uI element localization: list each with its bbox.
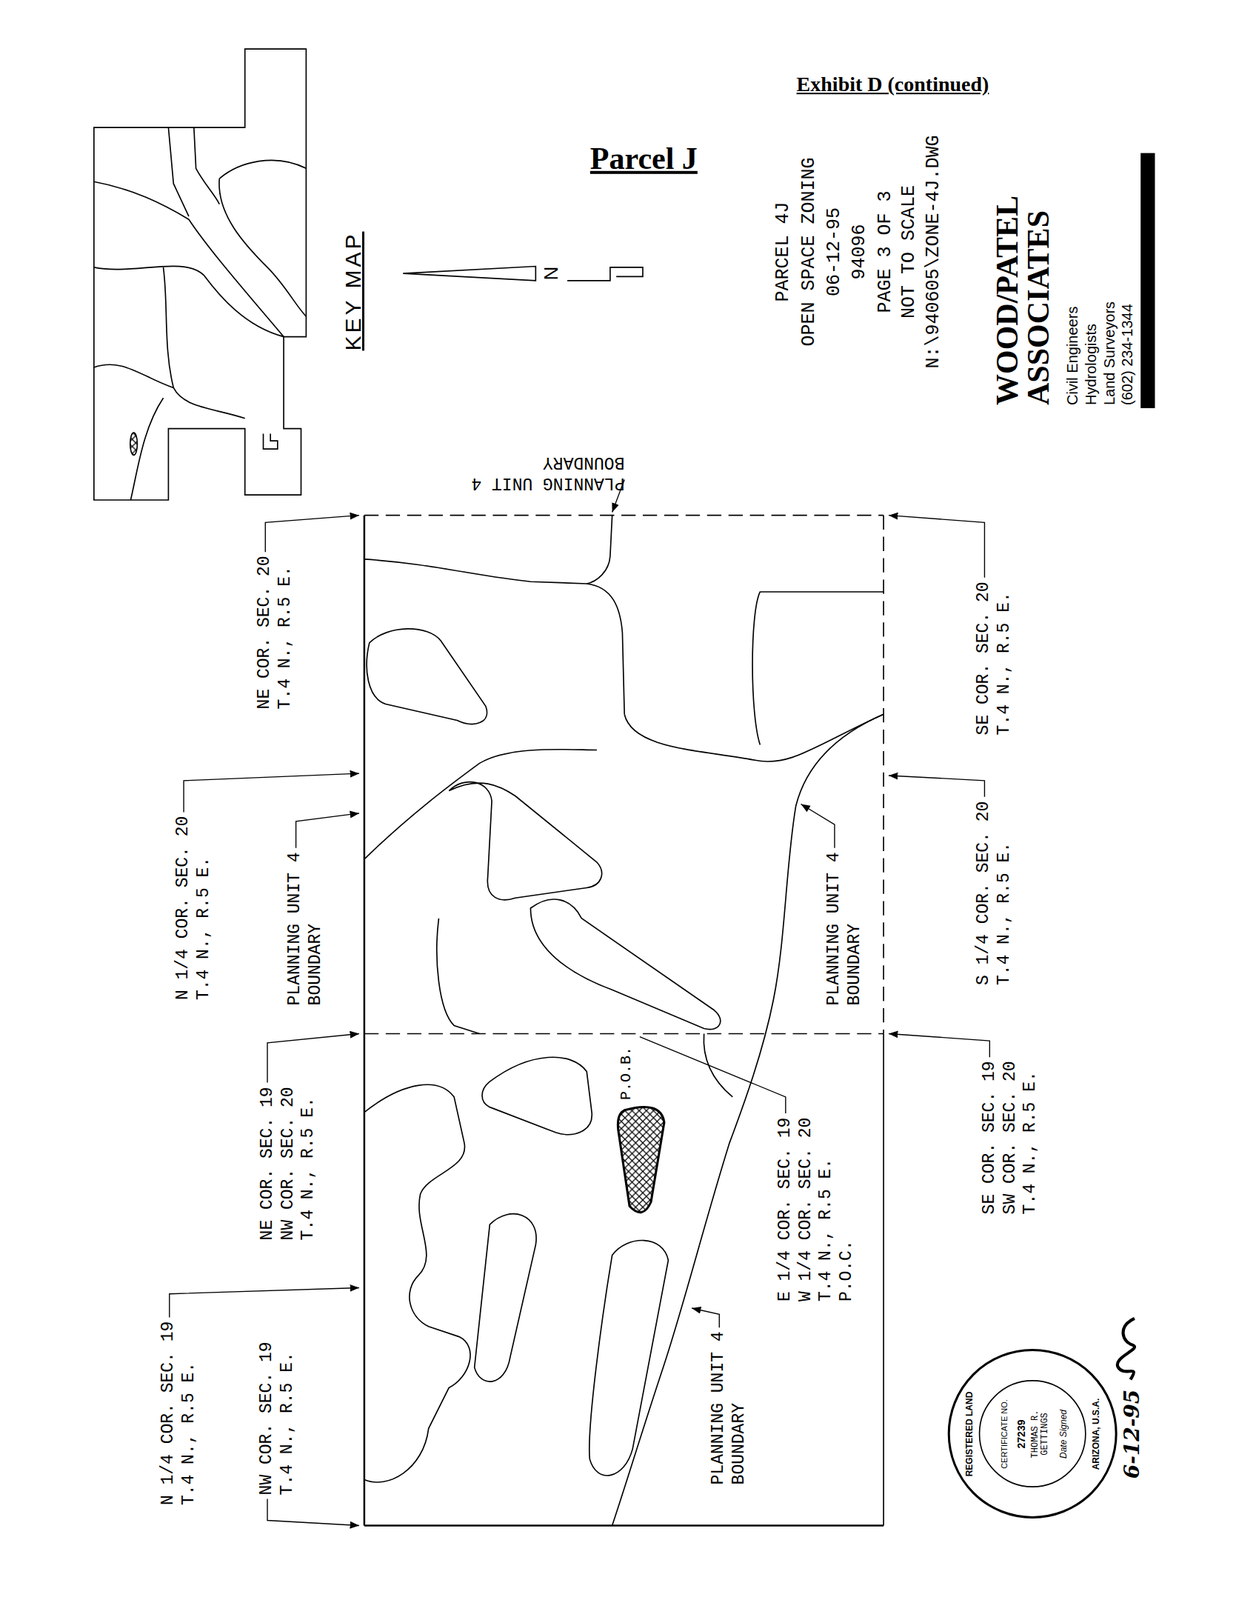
leader-lines bbox=[169, 479, 991, 1525]
title-block-text: 94096 bbox=[848, 224, 871, 280]
section-corner-label: NE COR. SEC. 20 T.4 N., R.5 E. bbox=[254, 545, 296, 710]
section-corner-label: NW COR. SEC. 19 T.4 N., R.5 E. bbox=[256, 1331, 298, 1496]
leader-line bbox=[888, 1033, 990, 1057]
fairway-outline bbox=[364, 1084, 471, 1482]
signature bbox=[1117, 1318, 1135, 1380]
fairway-outline bbox=[474, 1213, 537, 1382]
key-map-line bbox=[130, 397, 163, 500]
key-map-line bbox=[94, 265, 284, 337]
section-line bbox=[882, 1033, 885, 1525]
section-corner-label: E 1/4 COR. SEC. 19 W 1/4 COR. SEC. 20 T.… bbox=[775, 1107, 857, 1302]
boundary-label: PLANNING UNIT 4 BOUNDARY bbox=[285, 841, 327, 1005]
parcel-j bbox=[617, 1106, 665, 1212]
key-map-line bbox=[194, 127, 220, 204]
seal-text: CERTIFICATE NO. bbox=[999, 1398, 1010, 1469]
key-map-line bbox=[219, 159, 306, 179]
key-map-line bbox=[219, 178, 306, 317]
leader-line bbox=[183, 773, 360, 812]
key-map-line bbox=[168, 127, 189, 217]
title-block-text: N:\940605\ZONE-4J.DWG bbox=[922, 135, 945, 369]
leader-line bbox=[265, 515, 360, 553]
boundary-line bbox=[612, 713, 884, 1525]
boundary-line bbox=[364, 559, 625, 714]
boundary-line bbox=[586, 515, 612, 584]
leader-line bbox=[888, 515, 985, 578]
firm-discipline: Land Surveyors bbox=[1101, 301, 1118, 406]
surveyor-seal bbox=[979, 1380, 1086, 1487]
section-corner-label: NE COR. SEC. 19 NW COR. SEC. 20 T.4 N., … bbox=[256, 1076, 319, 1240]
fairway-outline bbox=[589, 1240, 669, 1476]
firm-discipline: Hydrologists bbox=[1082, 323, 1099, 406]
map-line bbox=[364, 749, 597, 860]
leader-line bbox=[800, 804, 834, 848]
leader-line bbox=[169, 1287, 360, 1317]
title-bar bbox=[1140, 153, 1155, 409]
title-block-text: PAGE 3 OF 3 bbox=[874, 191, 897, 314]
signature-date: 6-12-95 bbox=[1119, 1388, 1145, 1479]
fairway-outline bbox=[482, 1056, 592, 1134]
seal-text: ARIZONA, U.S.A. bbox=[1090, 1397, 1101, 1470]
fairway-outline bbox=[366, 628, 487, 725]
seal-text: THOMAS R. GETTINGS bbox=[1030, 1407, 1051, 1461]
key-map-outline bbox=[94, 48, 307, 500]
seal-text: Date Signed bbox=[1057, 1409, 1068, 1459]
title-block-text: PARCEL 4J bbox=[772, 202, 795, 303]
title-block-text: 06-12-95 bbox=[823, 207, 846, 297]
title-block-text: NOT TO SCALE bbox=[898, 185, 921, 319]
fairway-outline bbox=[530, 899, 720, 1030]
boundary-label: PLANNING UNIT 4 BOUNDARY bbox=[824, 841, 865, 1005]
boundary-label: PLANNING UNIT 4 BOUNDARY bbox=[708, 1321, 750, 1485]
north-arrow bbox=[567, 267, 643, 281]
key-map bbox=[94, 48, 307, 500]
section-corner-label: N 1/4 COR. SEC. 19 T.4 N., R.5 E. bbox=[159, 1310, 200, 1505]
leader-line bbox=[267, 1498, 360, 1526]
boundary-line bbox=[624, 713, 884, 762]
seal-text: REGISTERED LAND bbox=[964, 1390, 975, 1476]
firm-phone: (602) 234-1344 bbox=[1118, 303, 1136, 406]
leader-line bbox=[296, 813, 360, 848]
section-line bbox=[364, 515, 884, 1034]
map-title: Parcel J bbox=[590, 139, 698, 177]
section-corner-label: SE COR. SEC. 19 SW COR. SEC. 20 T.4 N., … bbox=[979, 1050, 1042, 1215]
leader-line bbox=[267, 1033, 360, 1082]
leader-line bbox=[639, 1036, 786, 1114]
leader-line bbox=[888, 775, 985, 797]
firm-discipline: Civil Engineers bbox=[1064, 306, 1081, 406]
map-line bbox=[436, 918, 480, 1034]
key-map-notch bbox=[263, 433, 278, 449]
boundary-line bbox=[752, 591, 884, 746]
north-label: N bbox=[540, 266, 564, 281]
section-corner-label: S 1/4 COR. SEC. 20 T.4 N., R.5 E. bbox=[974, 790, 1016, 985]
boundary-label: PLANNING UNIT 4 BOUNDARY bbox=[461, 451, 626, 492]
title-block-text: OPEN SPACE ZONING bbox=[798, 157, 821, 347]
key-map-line bbox=[94, 181, 284, 337]
firm-name: WOOD/PATEL ASSOCIATES bbox=[991, 196, 1054, 406]
seal-text: 27239 bbox=[1015, 1418, 1028, 1448]
section-line bbox=[364, 1524, 884, 1526]
section-line bbox=[363, 515, 366, 1526]
leader-line bbox=[691, 1307, 720, 1328]
key-map-line bbox=[163, 267, 246, 419]
fairway-outline bbox=[448, 782, 602, 900]
key-map-line bbox=[94, 364, 174, 388]
key-map-parcel bbox=[130, 432, 138, 455]
key-map-title: KEY MAP bbox=[339, 231, 367, 351]
section-corner-label: SE COR. SEC. 20 T.4 N., R.5 E. bbox=[974, 570, 1016, 735]
section-corner-label: N 1/4 COR. SEC. 20 T.4 N., R.5 E. bbox=[173, 805, 215, 1000]
point-label: P.O.B. bbox=[617, 1046, 636, 1100]
north-arrow bbox=[402, 266, 536, 281]
exhibit-heading: Exhibit D (continued) bbox=[796, 72, 990, 98]
surveyor-seal bbox=[948, 1350, 1117, 1518]
